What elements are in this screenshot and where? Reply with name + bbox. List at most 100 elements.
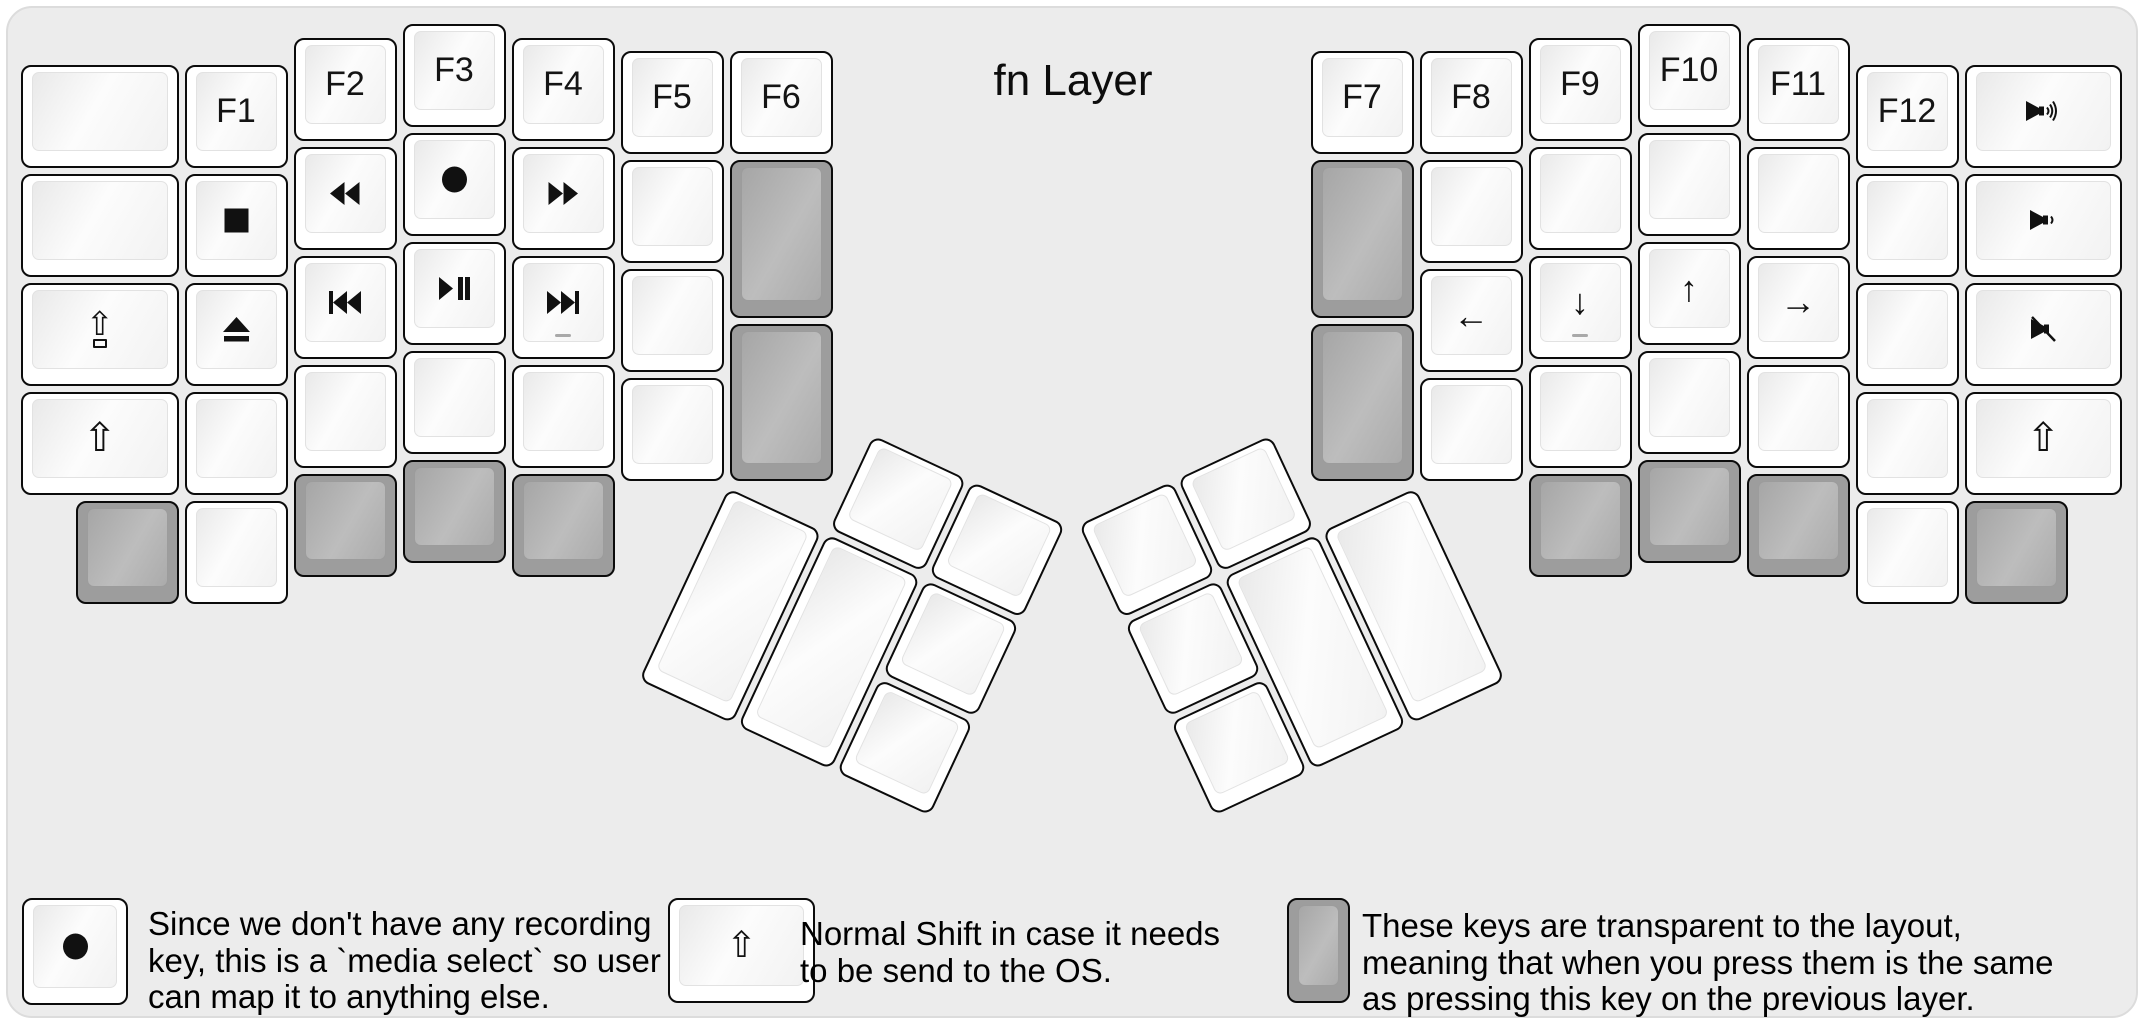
keycap-top xyxy=(1866,180,1948,260)
key-transparent[interactable] xyxy=(511,473,615,577)
key-label: F10 xyxy=(1659,51,1719,89)
key-volume-up[interactable] xyxy=(1964,64,2122,168)
key-blank[interactable] xyxy=(1528,364,1632,468)
key-transparent[interactable] xyxy=(729,160,833,318)
legend-text-record: Since we don't have any recording key, t… xyxy=(148,905,661,1015)
key-arrow-right[interactable]: → xyxy=(1746,255,1850,359)
keycap-top xyxy=(304,262,386,342)
key-transparent[interactable] xyxy=(1746,473,1850,577)
key-blank[interactable] xyxy=(1855,173,1959,277)
key-f11[interactable]: F11 xyxy=(1746,37,1850,141)
key-blank[interactable] xyxy=(1746,364,1850,468)
key-f8[interactable]: F8 xyxy=(1419,51,1523,155)
key-f9[interactable]: F9 xyxy=(1528,37,1632,141)
key-f3[interactable]: F3 xyxy=(402,24,506,127)
stop-icon xyxy=(224,208,249,233)
key-transparent[interactable] xyxy=(1310,323,1414,482)
keycap-top xyxy=(304,153,386,233)
key-arrow-down[interactable]: ↓ xyxy=(1528,255,1632,359)
keycap-top: ⇧ xyxy=(679,905,804,986)
key-blank[interactable] xyxy=(293,364,397,468)
keycap-top xyxy=(32,180,168,260)
key-blank[interactable] xyxy=(1637,133,1741,236)
keycap-top xyxy=(1975,289,2111,369)
key-f12[interactable]: F12 xyxy=(1855,64,1959,168)
key-transparent[interactable] xyxy=(402,460,506,563)
key-blank[interactable] xyxy=(1419,378,1523,482)
key-blank[interactable] xyxy=(511,364,615,468)
key-transparent xyxy=(1287,898,1350,1003)
keycap-top xyxy=(195,289,277,369)
key-blank[interactable] xyxy=(1855,391,1959,495)
keycap-top: → xyxy=(1757,262,1839,342)
key-label: F12 xyxy=(1877,91,1937,130)
key-blank[interactable] xyxy=(21,64,179,168)
key-blank[interactable] xyxy=(1419,160,1523,264)
key-blank[interactable] xyxy=(1528,146,1632,250)
key-blank[interactable] xyxy=(21,173,179,277)
keycap-top: F11 xyxy=(1757,44,1839,124)
rewind-icon xyxy=(330,181,360,205)
key-eject[interactable] xyxy=(184,282,288,386)
key-arrow-up[interactable]: ↑ xyxy=(1637,242,1741,345)
keycap-top xyxy=(1975,71,2111,151)
keycap-top: ← xyxy=(1430,276,1512,356)
keycap-top xyxy=(1430,385,1512,465)
key-blank[interactable] xyxy=(184,391,288,495)
key-transparent[interactable] xyxy=(1637,460,1741,563)
key-label: F1 xyxy=(216,91,256,130)
keycap-top xyxy=(1866,289,1948,369)
keycap-top xyxy=(304,480,386,560)
key-blank[interactable] xyxy=(620,160,724,264)
key-play-pause[interactable] xyxy=(402,242,506,345)
keycap-top xyxy=(1866,398,1948,478)
key-stop[interactable] xyxy=(184,173,288,277)
key-label: F8 xyxy=(1451,78,1491,117)
key-shift[interactable]: ⇧ xyxy=(1964,391,2122,495)
keycap-top: ↑ xyxy=(1648,249,1730,328)
key-blank[interactable] xyxy=(1746,146,1850,250)
key-blank[interactable] xyxy=(1855,282,1959,386)
key-transparent[interactable] xyxy=(1310,160,1414,318)
key-next-track[interactable] xyxy=(511,255,615,359)
key-fast-forward[interactable] xyxy=(511,146,615,250)
play-pause-icon xyxy=(438,277,470,300)
key-f5[interactable]: F5 xyxy=(620,51,724,155)
key-arrow-left[interactable]: ← xyxy=(1419,269,1523,373)
keycap-top: F2 xyxy=(304,44,386,124)
key-blank[interactable] xyxy=(184,500,288,604)
key-caps-lock[interactable]: ⇧ xyxy=(21,282,179,386)
key-blank[interactable] xyxy=(1637,351,1741,454)
key-rewind[interactable] xyxy=(293,146,397,250)
keycap-top: F8 xyxy=(1430,58,1512,138)
keycap-top xyxy=(1321,167,1403,301)
key-transparent[interactable] xyxy=(1528,473,1632,577)
key-f10[interactable]: F10 xyxy=(1637,24,1741,127)
keycap-top xyxy=(899,591,1006,698)
key-transparent[interactable] xyxy=(1964,500,2068,604)
key-blank[interactable] xyxy=(620,378,724,482)
key-f7[interactable]: F7 xyxy=(1310,51,1414,155)
arrow-left-icon: ← xyxy=(1453,294,1489,336)
key-f4[interactable]: F4 xyxy=(511,37,615,141)
key-label: F3 xyxy=(434,51,474,89)
key-record[interactable] xyxy=(402,133,506,236)
key-transparent[interactable] xyxy=(293,473,397,577)
key-blank[interactable] xyxy=(1855,500,1959,604)
key-blank[interactable] xyxy=(620,269,724,373)
key-blank[interactable] xyxy=(402,351,506,454)
key-shift[interactable]: ⇧ xyxy=(21,391,179,495)
key-volume-down[interactable] xyxy=(1964,173,2122,277)
key-f1[interactable]: F1 xyxy=(184,64,288,168)
keycap-top xyxy=(945,492,1053,599)
keycap-top xyxy=(1090,492,1198,599)
key-mute[interactable] xyxy=(1964,282,2122,386)
key-transparent[interactable] xyxy=(75,500,179,604)
key-f6[interactable]: F6 xyxy=(729,51,833,155)
layer-title: fn Layer xyxy=(993,56,1153,105)
key-f2[interactable]: F2 xyxy=(293,37,397,141)
key-prev-track[interactable] xyxy=(293,255,397,359)
key-label: F11 xyxy=(1769,64,1827,103)
record-icon xyxy=(62,933,89,960)
key-transparent[interactable] xyxy=(729,323,833,482)
